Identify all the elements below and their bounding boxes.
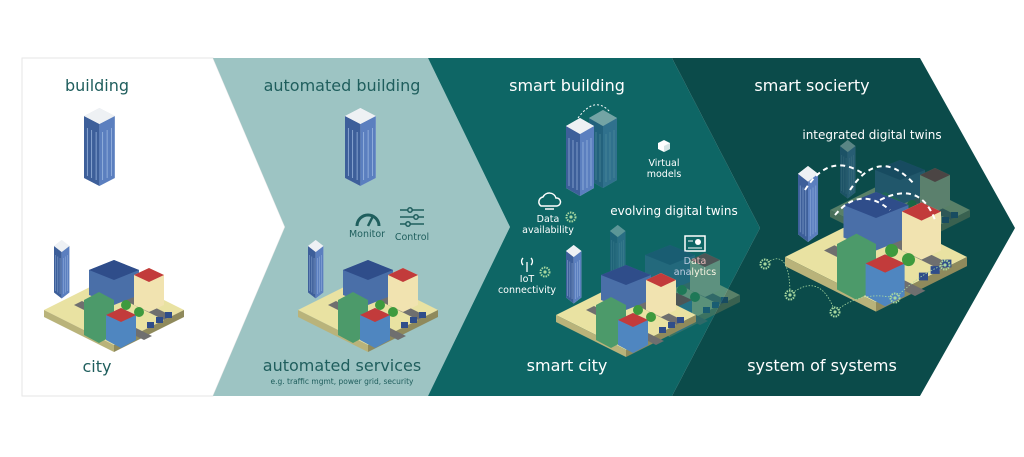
label-connectivity: connectivity (498, 285, 556, 296)
label-evolving-digital-twins: evolving digital twins (610, 204, 737, 218)
tower-icon (83, 107, 116, 187)
label-integrated-digital-twins: integrated digital twins (802, 128, 941, 142)
label-smart-building: smart building (509, 76, 625, 95)
cube-icon (658, 140, 670, 152)
label-building: building (65, 76, 129, 95)
label-iot: IoT (520, 274, 535, 285)
tower-icon (344, 107, 377, 187)
tower-icon (565, 117, 595, 197)
sliders-icon (400, 207, 424, 227)
system-links (764, 258, 946, 313)
label-automated-building: automated building (264, 76, 421, 95)
label-monitor: Monitor (349, 229, 385, 240)
label-automated-services-sub: e.g. traffic mgmt, power grid, security (271, 377, 415, 386)
antenna-icon (520, 257, 534, 272)
label-virtual: Virtual (648, 158, 679, 169)
gauge-icon (355, 213, 381, 227)
label-availability: availability (522, 225, 574, 236)
label-smart-city: smart city (527, 356, 608, 375)
label-control: Control (395, 232, 429, 243)
twin-links (804, 164, 936, 221)
label-automated-services: automated services (263, 356, 421, 375)
cloud-icon (538, 192, 562, 210)
label-models: models (647, 169, 682, 180)
chart-icon (684, 235, 706, 252)
label-system-of-systems: system of systems (747, 356, 897, 375)
label-city: city (83, 357, 112, 376)
label-smart-society: smart socierty (754, 76, 869, 95)
label-data: Data (537, 214, 560, 225)
